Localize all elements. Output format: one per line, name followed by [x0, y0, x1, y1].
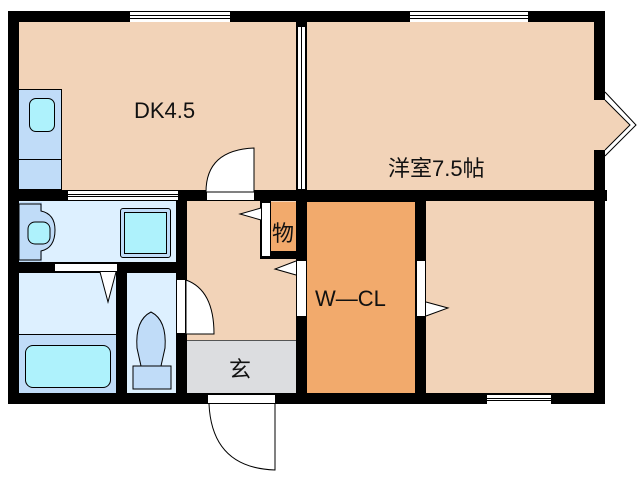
room-walk-in-closet: [307, 202, 416, 393]
label-entrance: 玄: [229, 357, 252, 382]
toilet-icon: [132, 311, 172, 390]
door-swing-wcl-western: [425, 301, 450, 317]
sliding-door-dk-washroom[interactable]: [68, 191, 178, 200]
door-swing-entrance: [208, 403, 276, 471]
door-washroom-bath[interactable]: [54, 263, 118, 272]
door-toilet[interactable]: [176, 279, 186, 334]
room-entrance: [187, 340, 297, 394]
door-swing-toilet: [185, 279, 215, 335]
wall-wcl-top: [296, 191, 426, 202]
entrance-door[interactable]: [207, 394, 276, 404]
bathtub-icon: [25, 345, 111, 388]
exterior-gap: [0, 404, 638, 480]
kitchen-counter-divider: [19, 159, 62, 160]
label-western-room: 洋室7.5帖: [388, 156, 485, 181]
door-wcl-western[interactable]: [416, 260, 426, 317]
window-dk-top[interactable]: [130, 12, 230, 22]
sliding-door-dk-western[interactable]: [298, 27, 305, 189]
door-swing-wcl-hall: [273, 260, 297, 276]
wall-right: [594, 11, 605, 404]
door-storage[interactable]: [261, 202, 271, 257]
washing-machine-drum: [124, 212, 167, 254]
wall-dk-western: [296, 22, 307, 404]
wall-left: [8, 11, 19, 404]
wall-bath-toilet: [116, 262, 127, 404]
bay-window[interactable]: [594, 91, 638, 158]
door-swing-storage: [238, 207, 262, 221]
door-swing-dk-hall: [205, 147, 255, 193]
window-western-bottom[interactable]: [487, 395, 551, 404]
label-walk-in-closet: W—CL: [315, 286, 386, 311]
label-storage: 物: [272, 221, 295, 246]
wall-storage-bottom: [260, 251, 307, 259]
door-swing-bath: [99, 271, 117, 304]
door-wcl-hall[interactable]: [296, 260, 307, 317]
label-dk: DK4.5: [134, 98, 196, 123]
wall-top: [8, 11, 605, 22]
room-storage: [271, 202, 297, 251]
window-western-top[interactable]: [410, 12, 528, 22]
kitchen-sink-icon: [29, 98, 55, 132]
wash-basin-icon: [18, 203, 56, 261]
